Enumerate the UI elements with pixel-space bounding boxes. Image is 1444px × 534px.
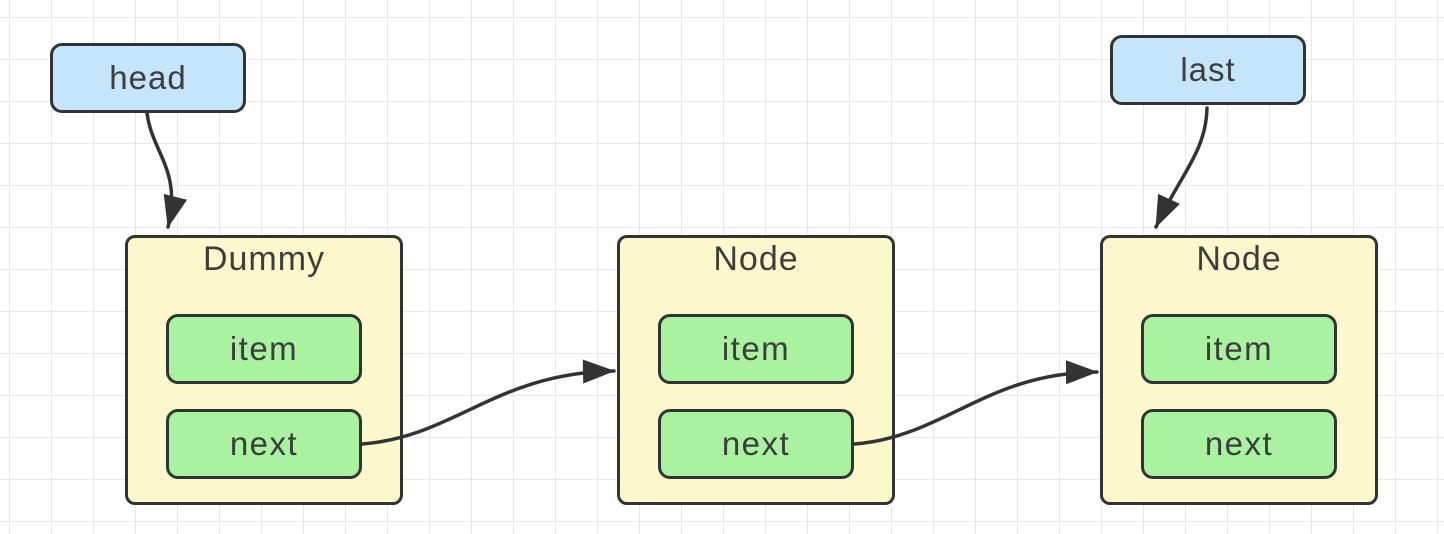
node-3-title: Node <box>1196 240 1282 278</box>
node-2-field-item: item <box>658 314 854 384</box>
pointer-last-label: last <box>1180 51 1236 88</box>
node-2: Node item next <box>617 235 895 505</box>
node-3-field-item: item <box>1141 314 1337 384</box>
pointer-box-head: head <box>50 43 246 113</box>
pointer-box-last: last <box>1110 35 1306 105</box>
node-dummy-title: Dummy <box>202 240 326 278</box>
edge-head-to-dummy <box>145 111 188 229</box>
edge-last-to-node3 <box>1154 106 1209 229</box>
node-dummy-field-item: item <box>166 314 362 384</box>
pointer-head-label: head <box>109 59 187 96</box>
node-dummy-field-next: next <box>166 409 362 479</box>
node-3: Node item next <box>1100 235 1378 505</box>
node-dummy: Dummy item next <box>125 235 403 505</box>
node-2-title: Node <box>713 240 799 278</box>
node-2-field-next: next <box>658 409 854 479</box>
node-3-field-next: next <box>1141 409 1337 479</box>
